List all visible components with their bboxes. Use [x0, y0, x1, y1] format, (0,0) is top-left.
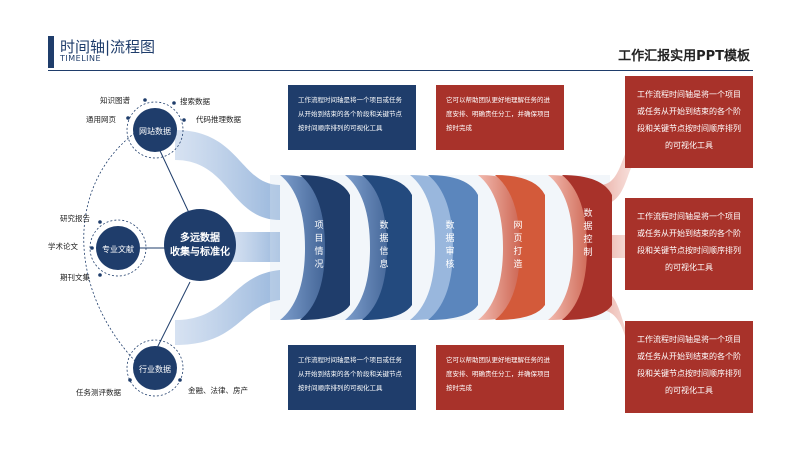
dot [182, 118, 186, 122]
hub-label-line1: 多远数据 [180, 231, 220, 244]
satellite-label: 研究报告 [60, 214, 90, 223]
info-box-top-blue: 工作流程时间轴是将一个项目或任务从开始到结束的各个阶段和关键节点按时间顺序排列的… [288, 85, 416, 150]
dot [98, 273, 102, 277]
satellite-label: 知识图谱 [100, 96, 130, 105]
stage-ring-3 [410, 175, 478, 320]
band-top-in [175, 130, 280, 220]
info-box-bottom-blue: 工作流程时间轴是将一个项目或任务从开始到结束的各个阶段和关键节点按时间顺序排列的… [288, 345, 416, 410]
stage-label-4: 网页打造 [513, 221, 523, 270]
node-industry-ring [126, 339, 184, 397]
stage-ring-2 [345, 175, 412, 320]
orbit-arc [83, 119, 156, 381]
satellite-label: 搜索数据 [180, 97, 210, 106]
dot [98, 220, 102, 224]
satellite-label: 金融、法律、房产 [188, 386, 248, 395]
satellite-label: 学术论文 [48, 242, 78, 251]
header-divider [48, 70, 753, 71]
title-accent-bar [48, 36, 54, 68]
satellite-label: 任务测评数据 [76, 388, 121, 397]
stage-ring-4 [478, 175, 545, 320]
dot [172, 101, 176, 105]
node-industry [133, 346, 177, 390]
stage-label-5: 数据控制 [583, 209, 593, 258]
stage-label-3: 数据审核 [445, 221, 455, 270]
hub-link-web [154, 139, 191, 216]
node-web-label: 网站数据 [139, 126, 171, 136]
info-box-top-red: 它可以帮助团队更好地理解任务的进度安排、明确责任分工，并确保项目按时完成 [436, 85, 564, 150]
hub-label-line2: 收集与标准化 [170, 245, 230, 258]
band-bottom-in [175, 270, 280, 345]
node-web [133, 108, 177, 152]
node-literature-ring [89, 219, 147, 277]
stage-label-2: 数据信息 [379, 221, 389, 270]
dot [128, 378, 132, 382]
page-subtitle: TIMELINE [60, 54, 102, 63]
hub-circle [164, 209, 236, 281]
right-box-3: 工作流程时间轴是将一个项目或任务从开始到结束的各个阶段和关键节点按时间顺序排列的… [625, 321, 753, 413]
satellite-label: 代码推理数据 [196, 115, 241, 124]
node-literature-label: 专业文献 [102, 244, 134, 254]
page-title: 时间轴|流程图 [60, 38, 156, 56]
right-box-2: 工作流程时间轴是将一个项目或任务从开始到结束的各个阶段和关键节点按时间顺序排列的… [625, 198, 753, 290]
band-mid-in [230, 232, 280, 262]
satellite-label: 通用网页 [86, 115, 116, 124]
node-web-ring [126, 101, 184, 159]
dot [143, 98, 147, 102]
satellite-label: 期刊文集 [60, 273, 90, 282]
right-box-1: 工作流程时间轴是将一个项目或任务从开始到结束的各个阶段和关键节点按时间顺序排列的… [625, 76, 753, 168]
dot [178, 378, 182, 382]
info-box-bottom-red: 它可以帮助团队更好地理解任务的进度安排、明确责任分工，并确保项目按时完成 [436, 345, 564, 410]
dot [90, 246, 94, 250]
stage-ring-5 [548, 175, 612, 320]
stage-label-1: 项目情况 [314, 221, 324, 270]
stage-ring-1 [280, 175, 350, 320]
dot [126, 116, 130, 120]
brand-title: 工作汇报实用PPT模板 [618, 49, 750, 64]
node-literature [96, 226, 140, 270]
node-industry-label: 行业数据 [139, 364, 171, 374]
